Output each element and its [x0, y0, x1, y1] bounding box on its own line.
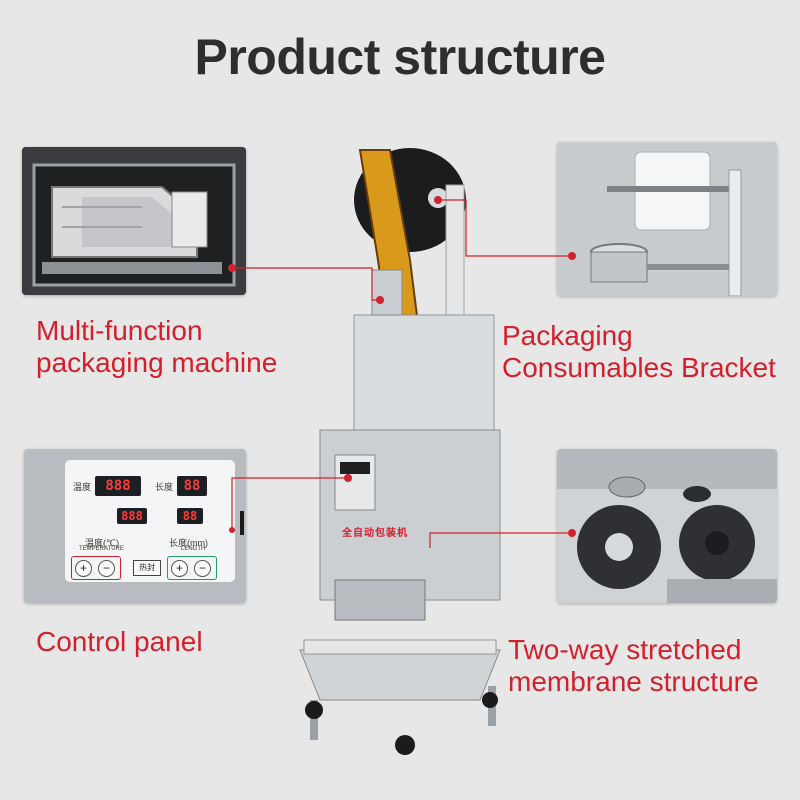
- film-roll: [354, 148, 466, 252]
- main-body: [319, 429, 501, 601]
- temperature-label: 温度(℃): [85, 538, 120, 548]
- callout-control-panel-line-1: Control panel: [36, 626, 203, 657]
- membrane-rollers-illustration: [557, 449, 777, 603]
- roll-bracket-illustration: [557, 142, 777, 296]
- temperature-display: 888: [95, 476, 141, 496]
- length-top-label: 长度: [155, 482, 174, 492]
- caster-wheel: [482, 692, 498, 708]
- photo-membrane-structure: [557, 449, 777, 603]
- upper-housing: [353, 314, 495, 436]
- caster-wheel: [305, 701, 323, 719]
- bracket-post: [445, 184, 465, 451]
- leader-dot: [376, 296, 384, 304]
- photo-consumables-bracket: [557, 142, 777, 296]
- length-display: 88: [177, 476, 207, 496]
- temperature-minus-button[interactable]: −: [98, 560, 115, 577]
- temp-top-label: 温度: [73, 482, 92, 492]
- photo-multi-function-machine: [22, 147, 246, 295]
- callout-membrane-line-1: Two-way stretched: [508, 634, 742, 665]
- callout-packaging-bracket: Packaging Consumables Bracket: [502, 320, 776, 384]
- callout-bracket-line-1: Packaging: [502, 320, 633, 351]
- callout-multi-function-line-1: Multi-function: [36, 315, 203, 346]
- callout-membrane-line-2: membrane structure: [508, 666, 759, 697]
- leader-dot: [434, 196, 442, 204]
- base-table: [299, 649, 501, 701]
- callout-multi-function-machine: Multi-function packaging machine: [36, 315, 277, 379]
- machine-banner: 全自动包装机: [342, 528, 408, 539]
- heat-seal-button[interactable]: 热封: [133, 560, 161, 576]
- leader-dot: [344, 474, 352, 482]
- panel-slot: [240, 511, 244, 535]
- temperature-plus-button[interactable]: +: [75, 560, 92, 577]
- control-panel-face: 温度 888 长度 88 888 88 温度(℃) TEMPERATURE 长度…: [64, 459, 236, 583]
- length-sub-label: LENGTH: [181, 546, 206, 552]
- callout-bracket-line-2: Consumables Bracket: [502, 352, 776, 383]
- photo-control-panel: 温度 888 长度 88 888 88 温度(℃) TEMPERATURE 长度…: [24, 449, 246, 603]
- length-plus-button[interactable]: +: [171, 560, 188, 577]
- machine-interior-illustration: [22, 147, 246, 295]
- heating-display: 888: [117, 508, 147, 524]
- callout-multi-function-line-2: packaging machine: [36, 347, 278, 378]
- callout-membrane-structure: Two-way stretched membrane structure: [508, 634, 759, 698]
- caster-wheel: [395, 735, 415, 755]
- callout-control-panel: Control panel: [36, 626, 203, 658]
- length-label: 长度(mm): [169, 538, 208, 548]
- relative-display: 88: [177, 508, 203, 524]
- length-button-group: [167, 556, 217, 580]
- temperature-sub-label: TEMPERATURE: [79, 546, 124, 552]
- page-title: Product structure: [194, 29, 606, 85]
- length-minus-button[interactable]: −: [194, 560, 211, 577]
- temperature-button-group: [71, 556, 121, 580]
